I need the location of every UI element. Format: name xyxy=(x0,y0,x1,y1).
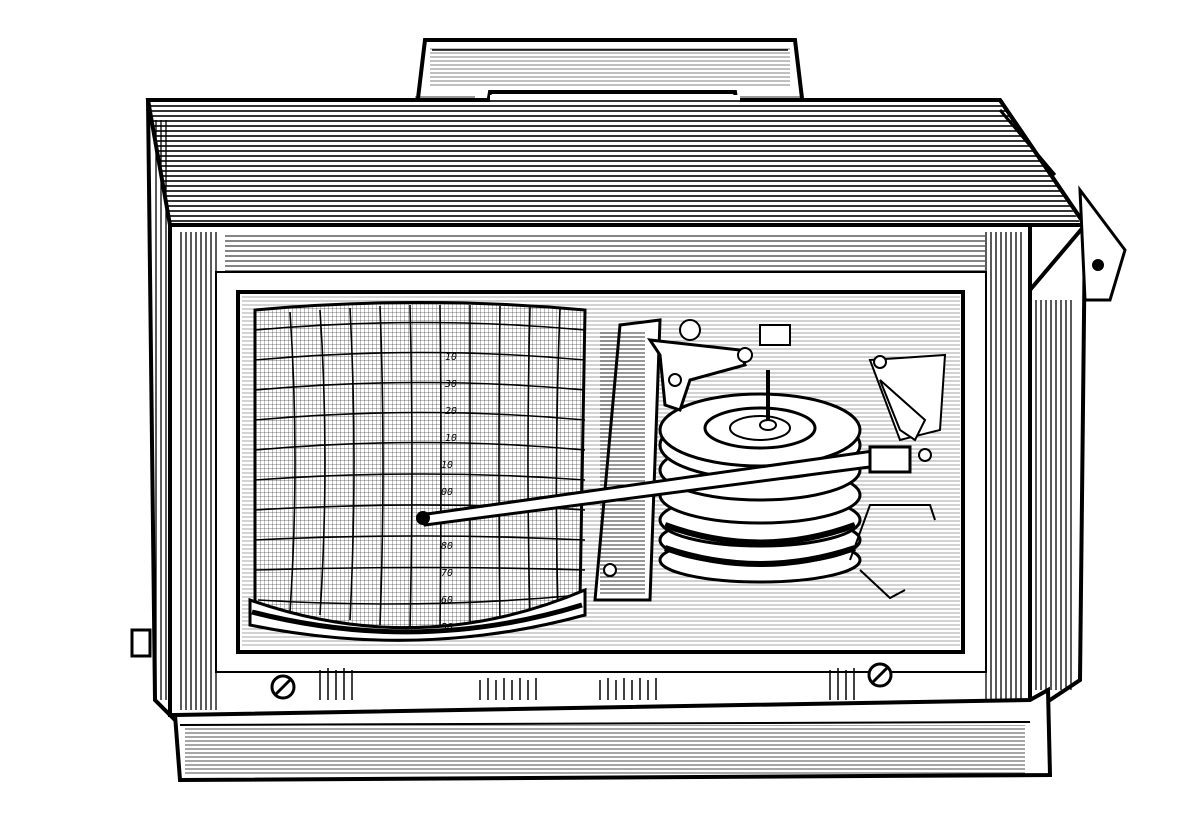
screw-icon xyxy=(867,662,893,688)
pen-arm-icon xyxy=(416,445,932,527)
scale-label: 50 xyxy=(441,622,453,633)
scale-label: 80 xyxy=(441,541,453,552)
scale-label: 30 xyxy=(444,379,457,390)
pen-lifter-bracket xyxy=(593,318,662,602)
scale-label: 10 xyxy=(441,460,453,471)
scale-label: 10 xyxy=(445,352,457,363)
scale-label: 00 xyxy=(441,487,453,498)
screw-icon xyxy=(270,674,296,700)
scale-label: 70 xyxy=(441,568,453,579)
case-top xyxy=(145,95,1089,227)
aneroid-stack-icon xyxy=(658,370,862,584)
scale-label: 60 xyxy=(441,595,453,606)
linkage-mechanism xyxy=(646,319,947,600)
scale-label: 20 xyxy=(445,406,457,417)
scale-label: 10 xyxy=(445,433,457,444)
case-base xyxy=(172,686,1053,783)
recording-drum-icon: 1030201010009080706050 xyxy=(248,301,587,642)
